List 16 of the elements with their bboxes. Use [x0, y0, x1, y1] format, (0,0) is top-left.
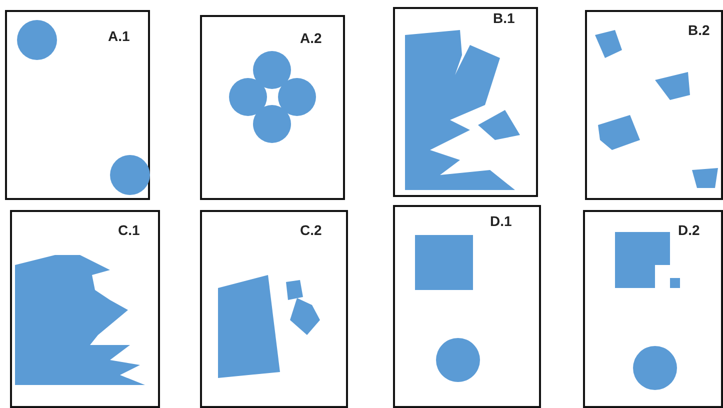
panel-label: B.1 — [493, 10, 515, 26]
panel-frame — [583, 210, 723, 408]
panel-label: A.2 — [300, 30, 322, 46]
panel-frame — [200, 15, 345, 200]
panel-frame — [393, 7, 538, 197]
panel-label: D.1 — [490, 213, 512, 229]
panel-label: C.2 — [300, 222, 322, 238]
panel-label: B.2 — [688, 22, 710, 38]
panel-label: D.2 — [678, 222, 700, 238]
panel-frame — [200, 210, 348, 408]
panel-frame — [393, 205, 541, 408]
panel-label: A.1 — [108, 28, 130, 44]
panel-label: C.1 — [118, 222, 140, 238]
panel-frame — [10, 210, 160, 408]
panel-frame — [585, 10, 723, 200]
panel-frame — [5, 10, 150, 200]
